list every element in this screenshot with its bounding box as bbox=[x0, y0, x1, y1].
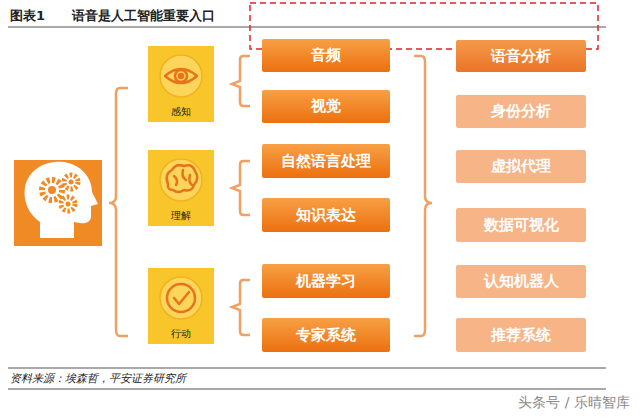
capability-box: 知识表达 bbox=[262, 198, 390, 232]
figure-title: 图表1 语音是人工智能重要入口 bbox=[10, 7, 215, 25]
capability-box: 机器学习 bbox=[262, 264, 390, 298]
node-label: 自然语言处理 bbox=[281, 152, 371, 171]
application-box: 语音分析 bbox=[456, 40, 586, 72]
node-label: 视觉 bbox=[311, 97, 341, 116]
node-label: 感知 bbox=[171, 105, 191, 119]
capability-box: 视觉 bbox=[262, 90, 390, 123]
application-box: 认知机器人 bbox=[456, 265, 586, 298]
node-label: 认知机器人 bbox=[484, 272, 559, 291]
capability-box: 音频 bbox=[262, 39, 390, 72]
node-label: 推荐系统 bbox=[491, 326, 551, 345]
node-label: 行动 bbox=[171, 327, 191, 341]
application-box: 推荐系统 bbox=[456, 318, 586, 352]
caption-rule bbox=[8, 389, 606, 390]
application-box: 数据可视化 bbox=[456, 208, 586, 242]
node-label: 知识表达 bbox=[296, 206, 356, 225]
caption-rule bbox=[8, 368, 606, 369]
application-box: 虚拟代理 bbox=[456, 150, 586, 183]
head-illustration bbox=[14, 160, 102, 246]
title-rule bbox=[8, 26, 606, 27]
node-label: 专家系统 bbox=[296, 326, 356, 345]
source-caption: 资料来源：埃森哲，平安证券研究所 bbox=[10, 371, 186, 386]
icon-tile: 理解 bbox=[148, 150, 214, 226]
watermark: 头条号 / 乐晴智库 bbox=[518, 394, 630, 412]
application-box: 身份分析 bbox=[456, 95, 586, 128]
capability-box: 自然语言处理 bbox=[262, 144, 390, 178]
node-label: 机器学习 bbox=[296, 272, 356, 291]
icon-tile: 感知 bbox=[148, 46, 214, 122]
capability-box: 专家系统 bbox=[262, 318, 390, 352]
node-label: 虚拟代理 bbox=[491, 157, 551, 176]
node-label: 语音分析 bbox=[491, 47, 551, 66]
node-label: 理解 bbox=[171, 209, 191, 223]
node-label: 数据可视化 bbox=[484, 216, 559, 235]
icon-tile: 行动 bbox=[148, 268, 214, 344]
node-label: 身份分析 bbox=[491, 102, 551, 121]
node-label: 音频 bbox=[311, 46, 341, 65]
